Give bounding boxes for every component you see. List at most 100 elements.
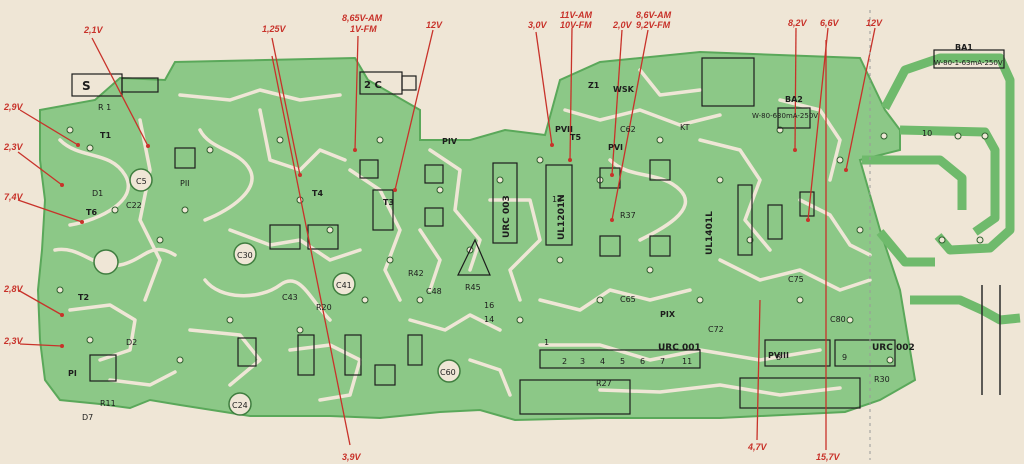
resistor-r1-label: R 1 xyxy=(98,103,111,112)
filter-pvii-label: PVII xyxy=(555,125,573,134)
voltage-label-8-2v: 8,2V xyxy=(788,18,808,28)
module-urc003-label: URC 003 xyxy=(502,195,512,238)
voltage-label-3-0v: 3,0V xyxy=(528,20,548,30)
cap-c30-label: C30 xyxy=(237,251,253,260)
voltage-label-12v-right: 12V xyxy=(866,18,883,28)
resistor-r45-label: R45 xyxy=(465,283,481,292)
diode-d1-label: D1 xyxy=(92,189,103,198)
cap-c62-label: C62 xyxy=(620,125,636,134)
trace-fuse-inner xyxy=(899,125,1000,236)
voltage-label-15-7v: 15,7V xyxy=(816,452,841,462)
fuse-ba1-label: BA1 xyxy=(955,43,973,52)
annotation-leaders xyxy=(17,27,876,450)
pin-14-label: 14 xyxy=(484,315,494,324)
voltage-label-6-6v: 6,6V xyxy=(820,18,840,28)
resistor-r37-label: R37 xyxy=(620,211,636,220)
voltage-label-11v-am: 11V-AM xyxy=(560,10,593,20)
transistor-t4-label: T4 xyxy=(312,189,323,198)
voltage-label-7-4v: 7,4V xyxy=(4,192,24,202)
voltage-label-2-0v: 2,0V xyxy=(612,20,633,30)
transistor-t1-label: T1 xyxy=(100,131,111,140)
output-wires xyxy=(981,285,1001,395)
annotation-dots xyxy=(60,143,848,348)
voltage-label-8-6v-am: 8,6V-AM xyxy=(636,10,672,20)
component-labels: S 2 C R 1 T1 T2 T3 T4 T5 T6 D1 D2 D7 PI … xyxy=(68,43,1003,422)
cap-c60-label: C60 xyxy=(440,368,456,377)
etched-gaps xyxy=(53,68,872,402)
module-urc002-label: URC 002 xyxy=(872,343,915,353)
transistor-t2-label: T2 xyxy=(78,293,89,302)
cap-c65-label: C65 xyxy=(620,295,636,304)
fuse-ba2-label: BA2 xyxy=(785,95,803,104)
voltage-label-2-9v: 2,9V xyxy=(3,102,24,112)
pin-8-label: 8 xyxy=(776,353,781,362)
resistor-r20-label: R20 xyxy=(316,303,332,312)
voltage-label-2-3v-low: 2,3V xyxy=(3,336,24,346)
pin-6-label: 6 xyxy=(640,357,645,366)
voltage-label-8-65v-am: 8,65V-AM xyxy=(342,13,383,23)
fuse-ba1-spec: W-80-1-63mA-250V xyxy=(934,59,1003,67)
kt-label: KT xyxy=(680,123,690,132)
cap-c24-label: C24 xyxy=(232,401,248,410)
pin-10-label: 10 xyxy=(922,129,932,138)
cap-c41-label: C41 xyxy=(336,281,352,290)
trace-fuse-mid xyxy=(862,155,967,210)
voltage-label-2-8v: 2,8V xyxy=(3,284,24,294)
voltage-label-1-25v: 1,25V xyxy=(262,24,287,34)
pin-3-label: 3 xyxy=(580,357,585,366)
diode-d7-label: D7 xyxy=(82,413,93,422)
cap-c5-label: C5 xyxy=(136,177,147,186)
diode-d2-label: D2 xyxy=(126,338,137,347)
trace-fuse-outer xyxy=(881,53,1015,255)
z1-label: Z1 xyxy=(588,81,600,90)
pin-11-label: 11 xyxy=(682,357,692,366)
voltage-labels: 2,1V 1,25V 8,65V-AM 1V-FM 12V 3,0V 11V-A… xyxy=(3,10,883,462)
voltage-label-12v-top: 12V xyxy=(426,20,443,30)
filter-pix-label: PIX xyxy=(660,310,676,319)
resistor-r27-label: R27 xyxy=(596,379,612,388)
switch-s-label: S xyxy=(82,79,91,93)
voltage-label-2-1v: 2,1V xyxy=(83,25,104,35)
pin-4-label: 4 xyxy=(600,357,605,366)
connector-2c-label: 2 C xyxy=(364,80,382,91)
voltage-label-3-9v: 3,9V xyxy=(342,452,362,462)
filter-pviii-label: PVIII xyxy=(768,351,789,360)
voltage-label-9-2v-fm: 9,2V-FM xyxy=(636,20,671,30)
cap-c72-label: C72 xyxy=(708,325,724,334)
pin-7-label: 7 xyxy=(660,357,665,366)
filter-pvi-label: PVI xyxy=(608,143,623,152)
transistor-t5-label: T5 xyxy=(570,133,581,142)
voltage-label-4-7v: 4,7V xyxy=(747,442,768,452)
round-pads xyxy=(93,168,461,416)
wsk-label: WSK xyxy=(613,85,635,94)
cap-c48-label: C48 xyxy=(426,287,442,296)
resistor-r30-label: R30 xyxy=(874,375,890,384)
cap-c22-label: C22 xyxy=(126,201,142,210)
voltage-label-10v-fm: 10V-FM xyxy=(560,20,592,30)
ic-ul1201n-label: UL1201N xyxy=(557,194,567,240)
fuse-ba2-spec: W-80-630mA-250V xyxy=(752,112,818,120)
transistor-t3-label: T3 xyxy=(383,198,394,207)
cap-c75-label: C75 xyxy=(788,275,804,284)
cap-c80-label: C80 xyxy=(830,315,846,324)
component-outlines xyxy=(71,49,1005,415)
pin-12-label: 12 xyxy=(552,195,562,204)
cap-c43-label: C43 xyxy=(282,293,298,302)
pin-2-label: 2 xyxy=(562,357,567,366)
pin-1-label: 1 xyxy=(544,338,549,347)
module-urc001-label: URC 001 xyxy=(658,343,701,353)
trace-fuse-low xyxy=(876,229,935,267)
voltage-label-2-3v-left: 2,3V xyxy=(3,142,24,152)
pin-5-label: 5 xyxy=(620,357,625,366)
resistor-r42-label: R42 xyxy=(408,269,424,278)
pin-16-label: 16 xyxy=(484,301,494,310)
filter-pi-label: PI xyxy=(68,369,77,378)
filter-pii-label: PII xyxy=(180,179,190,188)
ic-ul1401l-label: UL1401L xyxy=(705,211,715,255)
transistor-t6-label: T6 xyxy=(86,208,97,217)
filter-piv-label: PIV xyxy=(442,137,458,146)
pin-9-label: 9 xyxy=(842,353,847,362)
resistor-r11-label: R11 xyxy=(100,399,116,408)
